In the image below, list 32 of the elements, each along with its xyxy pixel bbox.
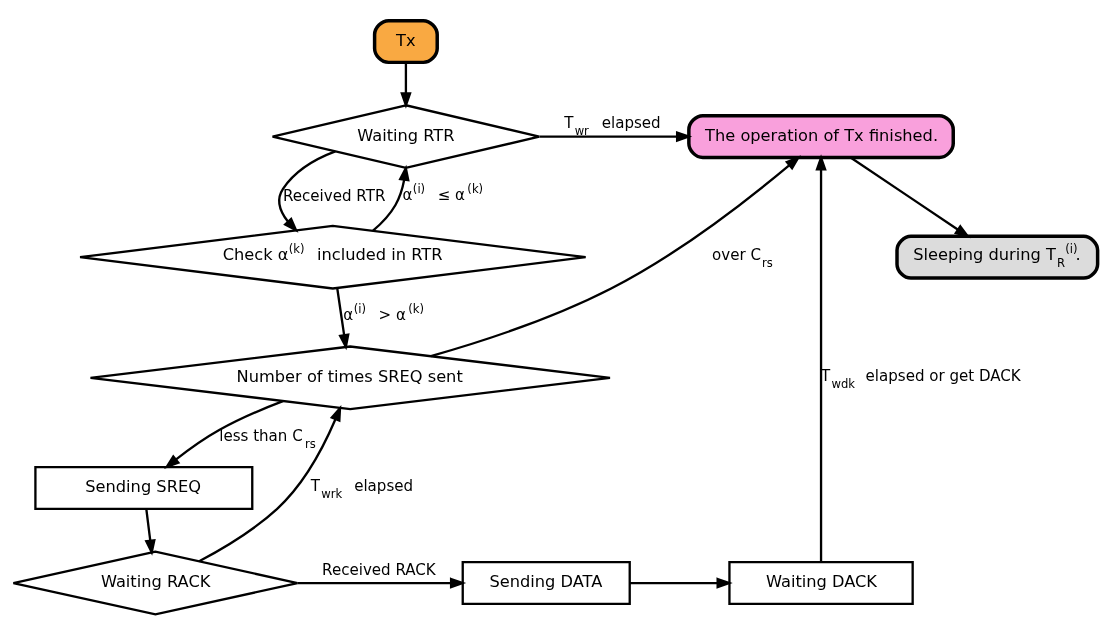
edge-label: α$^{(i)}$ > α$^{(k)}$ [343,302,424,325]
arrow [400,62,412,109]
arrow [336,288,350,351]
node-box: The operation of Tx finished. [687,114,955,160]
arrow [539,130,693,143]
edge-label: T$_{wr}$ elapsed [564,113,661,138]
arrow [815,154,827,562]
edge-label: less than C$_{rs}$ [219,426,316,451]
edge-label: T$_{wdk}$ elapsed or get DACK [821,366,1021,391]
arrow [372,164,410,232]
node-diamond: Waiting RTR [271,104,541,170]
node-diamond: Check α$^{(k)}$ included in RTR [78,224,587,290]
arrow [144,509,156,556]
arrow [198,405,342,563]
edge-label: α$^{(i)}$ ≤ α$^{(k)}$ [402,181,484,204]
node-diamond: Waiting RACK [12,550,299,616]
node-box: Sleeping during T$_{R}$$^{(i)}$. [895,234,1100,280]
arrow [849,156,971,239]
edge-label: Received RTR [282,186,386,205]
arrow [629,577,733,589]
edge-label: Received RACK [322,561,436,580]
edge-label: over C$_{rs}$ [712,245,773,270]
node-box: Sending DATA [461,561,631,606]
arrow [164,400,284,470]
node-box: Tx [372,18,439,65]
arrow [297,577,467,589]
node-diamond: Number of times SREQ sent [89,345,612,411]
arrow [278,150,336,233]
node-box: Waiting DACK [728,561,914,606]
node-box: Sending SREQ [34,465,254,510]
arrow [430,155,801,358]
edge-label: T$_{wrk}$ elapsed [310,476,414,501]
